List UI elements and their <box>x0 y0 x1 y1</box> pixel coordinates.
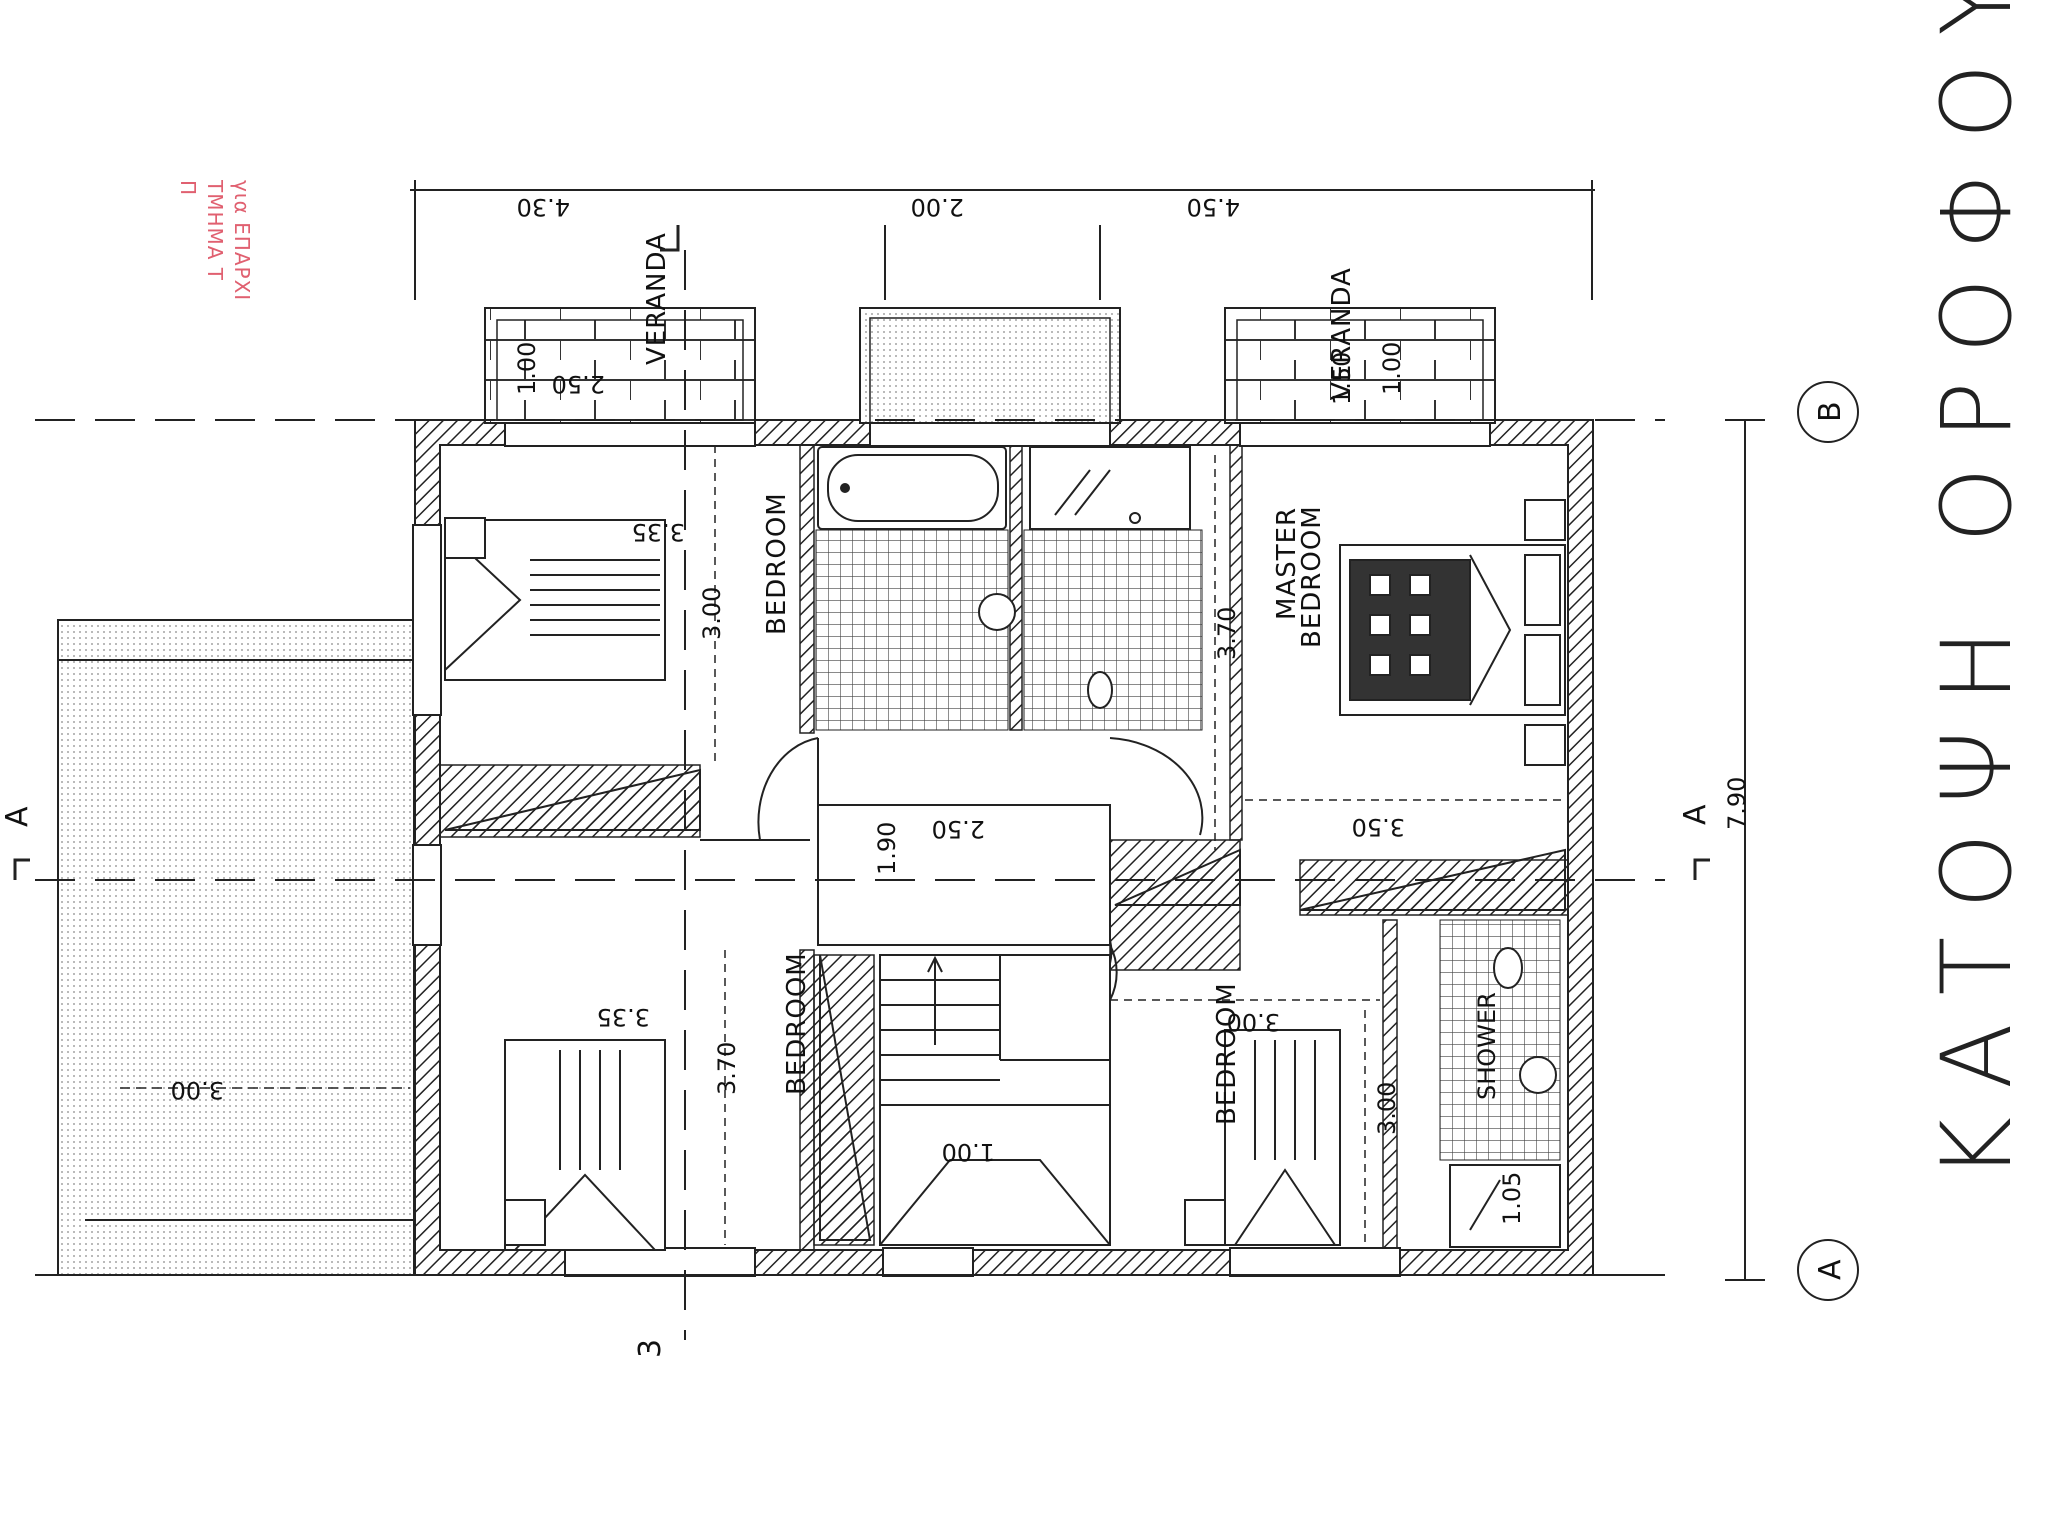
dim-top-right: 4.50 <box>1187 193 1240 221</box>
section-left-label: A <box>0 806 35 827</box>
dim-veranda-right-a: 1.50 <box>1328 352 1356 405</box>
dim-bed3-w: 3.00 <box>1227 1008 1280 1036</box>
master-bedroom-label-2: BEDROOM <box>1297 505 1327 648</box>
grid-3-label: 3 <box>633 1339 668 1358</box>
bedroom-bottom-right-label: BEDROOM <box>1212 982 1242 1125</box>
shower-tray <box>1029 446 1191 530</box>
top-dimension-line <box>410 180 1595 300</box>
dim-veranda-left-a: 2.50 <box>552 370 605 398</box>
dim-overall: 7.90 <box>1723 777 1751 830</box>
staircase <box>879 954 1111 1246</box>
dim-veranda-right-b: 1.00 <box>1378 342 1406 395</box>
bed-bottom-left <box>504 1039 666 1251</box>
svg-text:Π: Π <box>176 180 200 196</box>
dim-balcony: 3.00 <box>171 1076 224 1104</box>
dim-master-h: 3.70 <box>1213 607 1241 660</box>
veranda-middle <box>859 307 1121 424</box>
dim-hall-w: 2.50 <box>932 815 985 843</box>
official-stamp: για ΕΠΑΡΧΙ ΤΜΗΜΑ Τ Π <box>176 179 254 301</box>
grid-a-label: A <box>1813 1259 1848 1280</box>
dim-bed3-h: 3.00 <box>1373 1082 1401 1135</box>
bedroom-bottom-left-label: BEDROOM <box>782 952 812 1095</box>
dim-top-left: 4.30 <box>517 193 570 221</box>
bedroom-top-left-label: BEDROOM <box>762 492 792 635</box>
dim-stair: 1.00 <box>942 1138 995 1166</box>
veranda-left <box>484 307 756 424</box>
shower-label: SHOWER <box>1473 992 1501 1100</box>
balcony <box>57 619 415 1276</box>
section-right-label: A <box>1678 804 1713 825</box>
svg-text:ΤΜΗΜΑ Τ: ΤΜΗΜΑ Τ <box>203 179 227 281</box>
veranda-left-label: VERANDA <box>642 232 672 365</box>
bathroom-tiles <box>815 529 1009 731</box>
dim-bed2-w: 3.35 <box>597 1003 650 1031</box>
grid-extensions <box>35 419 1765 1281</box>
dim-hall-h: 1.90 <box>873 822 901 875</box>
dim-bed1-w: 3.35 <box>632 518 685 546</box>
bed-master <box>1339 499 1566 766</box>
dim-top-mid: 2.00 <box>911 193 964 221</box>
dim-bed2-h: 3.70 <box>713 1042 741 1095</box>
plan-title: ΚΑΤΟΨΗ ΟΡΟΦΟΥ <box>1921 0 2033 1180</box>
veranda-right <box>1224 307 1496 424</box>
wc-tiles <box>1023 529 1203 731</box>
bed-top-left <box>444 517 666 681</box>
wardrobes <box>444 768 1566 1241</box>
bed-bottom-right <box>1184 1029 1341 1246</box>
svg-text:για ΕΠΑΡΧΙ: για ΕΠΑΡΧΙ <box>230 180 254 301</box>
dim-veranda-left-b: 1.00 <box>513 342 541 395</box>
master-bedroom-label-1: MASTER <box>1272 507 1302 620</box>
dim-master-w: 3.50 <box>1352 813 1405 841</box>
grid-bubble-a <box>1797 1239 1859 1301</box>
dim-wc: 1.05 <box>1498 1172 1526 1225</box>
grid-bubble-b <box>1797 381 1859 443</box>
sanitary-fixtures <box>978 593 1561 1248</box>
bathtub <box>817 446 1007 530</box>
windows <box>412 417 1491 1277</box>
grid-b-label: B <box>1813 401 1848 422</box>
dim-bed1-h: 3.00 <box>698 587 726 640</box>
veranda-right-label: VERANDA <box>1327 267 1357 400</box>
